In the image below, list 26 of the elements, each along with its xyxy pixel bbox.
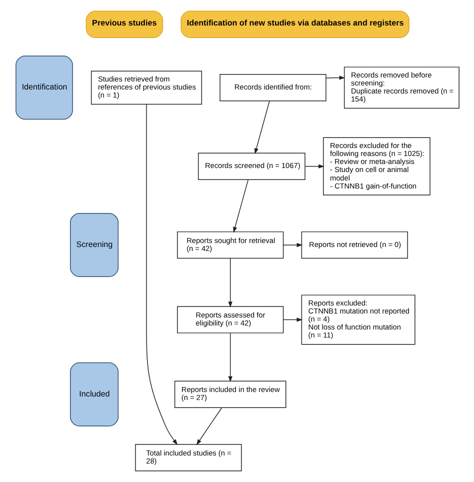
node-box: Identification	[15, 56, 72, 120]
node-box: Records identified from:	[219, 74, 326, 102]
arrow	[254, 100, 270, 154]
node-box: Records excluded for the following reasons (n = 1025): - Review or meta-analysis - Study on cell or animal model - CTNNB1 gain-of-function	[322, 137, 430, 196]
node-box: Included	[70, 362, 118, 426]
arrow	[196, 408, 222, 446]
arrow	[228, 258, 232, 308]
node-box: Previous studies	[85, 10, 163, 38]
node-box: Studies retrieved from references of previous studies (n = 1)	[90, 70, 202, 105]
node-box: Reports excluded: CTNNB1 mutation not reported (n = 4) Not loss of function mutation (n = 11)	[300, 294, 415, 345]
node-box: Records screened (n = 1067)	[197, 152, 305, 180]
arrow	[228, 332, 232, 382]
arrow	[282, 318, 302, 322]
arrow	[282, 242, 302, 248]
arrow	[232, 179, 248, 233]
arrow	[304, 164, 324, 168]
node-box: Identification of new studies via databases and registers	[180, 10, 409, 38]
node-box: Total included studies (n = 28)	[134, 444, 242, 472]
node-box: Records removed before screening: Duplicate records removed (n = 154)	[343, 66, 459, 109]
node-box: Reports not retrieved (n = 0)	[300, 231, 408, 259]
arrow	[146, 104, 178, 446]
node-box: Reports included in the review (n = 27)	[174, 380, 286, 408]
arrow	[325, 76, 345, 80]
node-box: Reports assessed for eligibility (n = 42)	[176, 306, 284, 334]
node-box: Reports sought for retrieval (n = 42)	[176, 231, 284, 259]
node-box: Screening	[70, 213, 118, 278]
